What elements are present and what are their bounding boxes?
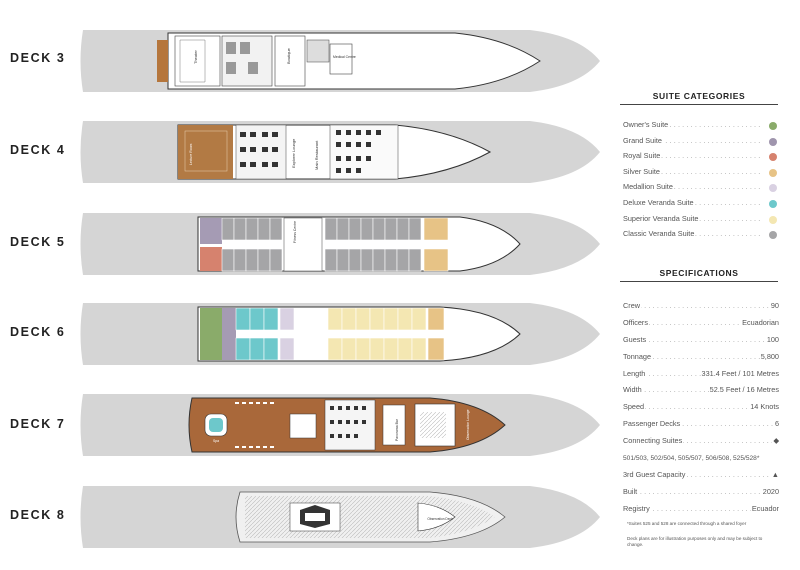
- connecting-suites-icon: ◆: [772, 436, 779, 446]
- deck-6-label: DECK 6: [10, 325, 66, 339]
- swatch-silver-suite: [769, 168, 777, 177]
- room-observation-lounge: Observation Lounge: [466, 409, 470, 440]
- spec-row-registry: ........................................…: [623, 503, 779, 513]
- deck-8-plan: Observation Deck: [235, 491, 506, 543]
- connecting-note: *Suites 525 and 528 are connected throug…: [627, 521, 747, 526]
- deck-4-label: DECK 4: [10, 143, 66, 157]
- deck-3-plan: Theater Boutique Medical Centre: [157, 32, 541, 90]
- swatch-deluxe-veranda-suite: [769, 199, 777, 208]
- spec-row-guests: ........................................…: [623, 334, 779, 344]
- swatch-medallion-suite: [769, 184, 777, 193]
- legend-item-grand-suite: .......................................G…: [623, 135, 779, 152]
- spec-row-built: ........................................…: [623, 486, 779, 496]
- deck-3-label: DECK 3: [10, 51, 66, 65]
- deck-8-label: DECK 8: [10, 508, 66, 522]
- deck-plans: Theater Boutique Medical Centre Explorer…: [80, 30, 600, 548]
- room-panorama-bar: Panorama Bar: [395, 418, 399, 441]
- suite-categories-legend: .......................................O…: [623, 120, 779, 245]
- legend-item-royal-suite: .......................................R…: [623, 151, 779, 167]
- spec-row-connecting-suites: ........................................…: [623, 436, 779, 446]
- spec-row-width: ........................................…: [623, 385, 779, 395]
- legend-item-medallion-suite: .......................................M…: [623, 182, 779, 198]
- room-spa: Spa: [213, 439, 219, 443]
- spec-row-connecting-list: 501/503, 502/504, 505/507, 506/508, 525/…: [623, 455, 761, 463]
- swatch-owners-suite: [769, 122, 777, 130]
- spec-row-tonnage: ........................................…: [623, 351, 779, 361]
- room-observation-deck: Observation Deck: [427, 517, 453, 521]
- legend-item-classic-veranda-suite: .......................................C…: [623, 229, 779, 245]
- room-theater: Theater: [193, 50, 198, 64]
- spec-row-passenger-decks: ........................................…: [623, 419, 779, 429]
- swatch-royal-suite: [769, 153, 777, 162]
- legend-item-superior-veranda-suite: .......................................S…: [623, 213, 779, 230]
- room-fitness: Fitness Centre: [293, 221, 297, 243]
- legend-item-owners-suite: .......................................O…: [623, 120, 779, 136]
- swatch-superior-veranda-suite: [769, 215, 777, 224]
- legend-item-silver-suite: .......................................S…: [623, 166, 779, 183]
- deck-7-label: DECK 7: [10, 417, 66, 431]
- deck-4-plan: Explorer Lounge Main Restaurant Lecture …: [177, 124, 492, 180]
- room-explorer-lounge: Explorer Lounge: [291, 138, 296, 168]
- specifications-list: ........................................…: [623, 301, 779, 521]
- third-guest-icon: ▲: [770, 469, 779, 479]
- spec-row-3rd-guest: ........................................…: [623, 469, 779, 479]
- room-boutique: Boutique: [286, 47, 291, 64]
- spec-row-length: ........................................…: [623, 368, 779, 378]
- room-main-restaurant: Main Restaurant: [314, 140, 319, 170]
- swatch-grand-suite: [769, 137, 777, 146]
- deck-6-plan: [197, 306, 521, 362]
- deck-7-plan: Spa Observation Lounge Panorama Bar: [188, 397, 506, 453]
- suite-categories-title: SUITE CATEGORIES: [620, 91, 778, 105]
- swatch-classic-veranda-suite: [769, 231, 777, 240]
- deck-5-plan: Fitness Centre: [197, 216, 521, 272]
- legend-item-deluxe-veranda-suite: .......................................D…: [623, 197, 779, 214]
- spec-row-crew: ........................................…: [623, 301, 779, 310]
- specifications-title: SPECIFICATIONS: [620, 268, 778, 282]
- room-medical: Medical Centre: [333, 55, 356, 59]
- spec-row-officers: ........................................…: [623, 317, 779, 327]
- disclaimer-note: Deck plans are for illustration purposes…: [627, 536, 763, 547]
- spec-row-speed: ........................................…: [623, 402, 779, 412]
- room-lecture: Lecture Room: [189, 144, 193, 165]
- deck-5-label: DECK 5: [10, 235, 66, 249]
